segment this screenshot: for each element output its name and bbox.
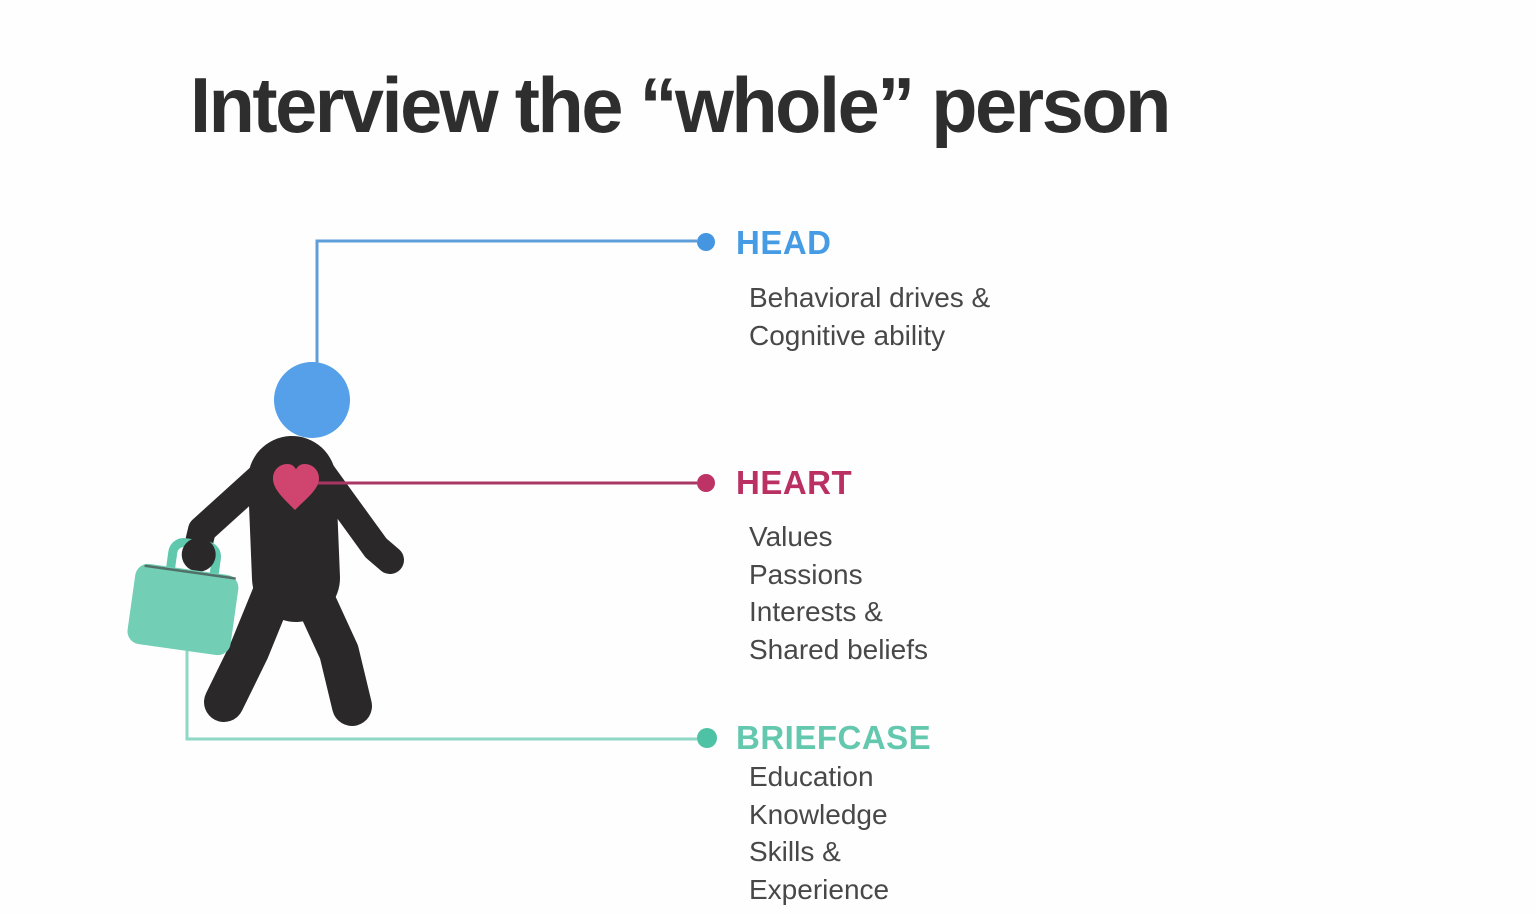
- head-label: HEAD: [736, 224, 832, 261]
- briefcase-group: [127, 537, 239, 656]
- briefcase-description: Education Knowledge Skills & Experience: [749, 758, 889, 908]
- heart-label: HEART: [736, 464, 853, 501]
- briefcase-description-line: Skills &: [749, 836, 841, 867]
- briefcase-description-line: Experience: [749, 873, 890, 905]
- heart-description-line: Shared beliefs: [749, 633, 929, 665]
- briefcase-description-line: Education: [749, 761, 874, 792]
- briefcase-top-edge: [144, 564, 237, 580]
- briefcase-callout-dot: [697, 728, 717, 748]
- person-right-arm: [304, 454, 404, 574]
- heart-icon: [273, 464, 319, 510]
- heart-description: Values Passions Interests & Shared belie…: [749, 518, 928, 668]
- heart-description-line: Interests &: [749, 596, 883, 627]
- heart-description-line: Passions: [749, 558, 863, 590]
- person-hand: [181, 537, 216, 572]
- heart-callout-dot: [697, 474, 715, 492]
- briefcase-callout-line: [185, 638, 697, 741]
- head-description-line: Behavioral drives &: [749, 282, 991, 313]
- head-callout-line: [315, 239, 697, 378]
- head-description: Behavioral drives & Cognitive ability: [749, 279, 990, 354]
- slide-title: Interview the “whole” person: [190, 61, 1171, 149]
- briefcase-description-line: Knowledge: [749, 798, 888, 830]
- person-silhouette-icon: [183, 436, 404, 726]
- briefcase-label: BRIEFCASE: [736, 719, 932, 756]
- head-description-line: Cognitive ability: [749, 319, 946, 351]
- head-callout-dot: [697, 233, 715, 251]
- heart-description-line: Values: [749, 521, 833, 552]
- person-head-icon: [274, 362, 350, 438]
- briefcase-icon: [127, 563, 239, 656]
